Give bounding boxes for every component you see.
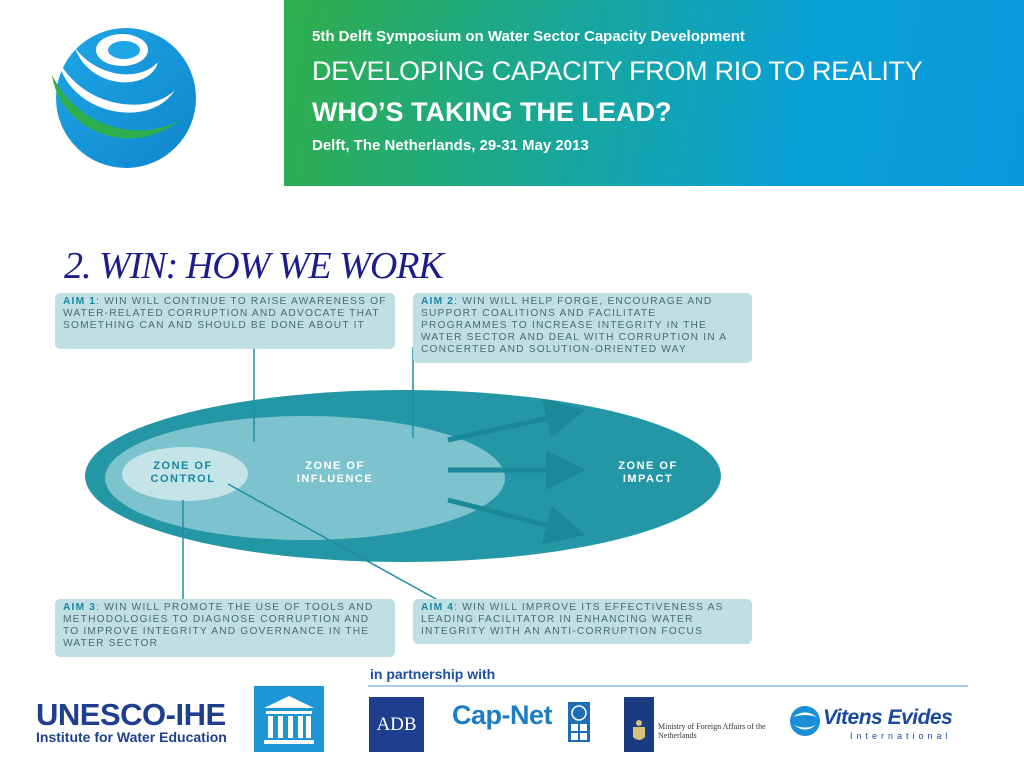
vitens-globe-icon bbox=[790, 706, 820, 736]
event-location-date: Delft, The Netherlands, 29-31 May 2013 bbox=[312, 137, 589, 154]
aim-3-label: AIM 3 bbox=[63, 602, 97, 613]
unesco-ihe-logo-name: UNESCO-IHE bbox=[36, 697, 226, 732]
unesco-ihe-tagline: Institute for Water Education bbox=[36, 729, 227, 745]
aim-2-box: AIM 2: WIN WILL HELP FORGE, ENCOURAGE AN… bbox=[413, 293, 752, 363]
adb-logo: ADB bbox=[369, 697, 424, 752]
arrow-lower bbox=[447, 497, 586, 545]
unesco-temple-icon bbox=[254, 686, 324, 752]
aim-2-label: AIM 2 bbox=[421, 296, 455, 307]
aim-4-text: : WIN WILL IMPROVE ITS EFFECTIVENESS AS … bbox=[421, 602, 724, 637]
partners-heading: in partnership with bbox=[370, 666, 496, 682]
vitens-evides-name: Vitens Evides bbox=[823, 706, 953, 729]
ministry-foreign-affairs-text: Ministry of Foreign Affairs of the Nethe… bbox=[658, 722, 766, 740]
header-banner: 5th Delft Symposium on Water Sector Capa… bbox=[284, 0, 1024, 186]
zone-of-impact-label: ZONE OF IMPACT bbox=[618, 460, 678, 485]
vitens-evides-subtitle: International bbox=[850, 731, 952, 741]
zone-of-control-label: ZONE OF CONTROL bbox=[150, 460, 216, 485]
partners-divider bbox=[368, 685, 968, 687]
aim-1-box: AIM 1: WIN WILL CONTINUE TO RAISE AWAREN… bbox=[55, 293, 395, 349]
aim-1-text: : WIN WILL CONTINUE TO RAISE AWARENESS O… bbox=[63, 296, 387, 331]
aim-2-text: : WIN WILL HELP FORGE, ENCOURAGE AND SUP… bbox=[421, 296, 727, 355]
dutch-coat-of-arms-icon bbox=[624, 697, 654, 752]
arrow-upper bbox=[447, 398, 586, 443]
headline-primary: DEVELOPING CAPACITY FROM RIO TO REALITY bbox=[312, 56, 923, 86]
un-emblem-icon bbox=[568, 702, 590, 742]
zone-of-control-ellipse bbox=[122, 447, 248, 501]
aim-4-label: AIM 4 bbox=[421, 602, 455, 613]
aim-3-text: : WIN WILL PROMOTE THE USE OF TOOLS AND … bbox=[63, 602, 374, 649]
cap-net-logo: Cap-Net bbox=[452, 700, 553, 730]
symposium-swirl-logo bbox=[52, 28, 196, 168]
zone-of-influence-label: ZONE OF INFLUENCE bbox=[296, 460, 374, 485]
headline-secondary: WHO’S TAKING THE LEAD? bbox=[312, 97, 672, 127]
aim-3-box: AIM 3: WIN WILL PROMOTE THE USE OF TOOLS… bbox=[55, 599, 395, 657]
connector-aim-4 bbox=[227, 483, 437, 600]
aim-1-label: AIM 1 bbox=[63, 296, 97, 307]
symposium-subtitle: 5th Delft Symposium on Water Sector Capa… bbox=[312, 28, 745, 45]
slide-title: 2. WIN: HOW WE WORK bbox=[64, 245, 444, 287]
aim-4-box: AIM 4: WIN WILL IMPROVE ITS EFFECTIVENES… bbox=[413, 599, 752, 644]
zone-of-influence-ellipse bbox=[105, 416, 505, 540]
